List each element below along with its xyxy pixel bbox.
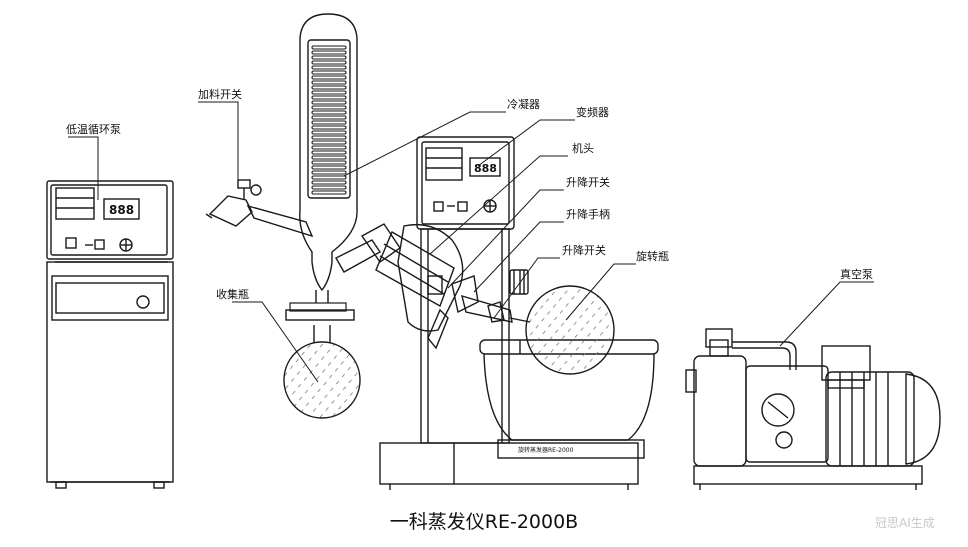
- coil-winding: [311, 135, 347, 140]
- motor-head: [375, 223, 513, 332]
- coil-winding: [311, 125, 347, 130]
- coil-winding: [311, 45, 347, 50]
- coil-winding: [311, 185, 347, 190]
- bath-nameplate: 旋转蒸发器RE-2000: [518, 446, 574, 454]
- watermark: 冠思AI生成: [875, 516, 935, 530]
- label-feed-switch: 加料开关: [198, 87, 242, 101]
- coil-winding: [311, 160, 347, 165]
- coil-winding: [311, 70, 347, 75]
- condenser-coil: [311, 45, 347, 195]
- receiving-flask: [283, 290, 361, 419]
- feed-switch: [205, 179, 314, 238]
- lift-handle: [509, 269, 529, 295]
- coil-winding: [311, 120, 347, 125]
- label-vacuum-pump: 真空泵: [840, 267, 873, 281]
- vacuum-pump: [685, 328, 941, 490]
- coil-winding: [311, 60, 347, 65]
- lift-rod: [427, 308, 449, 350]
- chiller-unit: [46, 180, 174, 489]
- diagram-caption: 一科蒸发仪RE-2000B: [390, 511, 578, 533]
- condenser: [299, 13, 358, 292]
- coil-winding: [311, 85, 347, 90]
- controller-readout: 888: [474, 162, 497, 175]
- coil-winding: [311, 100, 347, 105]
- coil-winding: [311, 50, 347, 55]
- chiller-readout: 888: [109, 203, 134, 217]
- coil-winding: [311, 65, 347, 70]
- label-condenser: 冷凝器: [507, 97, 540, 111]
- label-motor-head: 机头: [572, 141, 594, 155]
- coil-winding: [311, 110, 347, 115]
- coil-winding: [311, 95, 347, 100]
- coil-winding: [311, 155, 347, 160]
- label-receiving-flask: 收集瓶: [216, 287, 249, 301]
- label-lift-switch-bottom: 升降开关: [562, 243, 606, 257]
- coil-winding: [311, 145, 347, 150]
- coil-winding: [311, 90, 347, 95]
- coil-winding: [311, 115, 347, 120]
- heating-bath: [379, 339, 659, 490]
- coil-winding: [311, 80, 347, 85]
- label-lift-handle: 升降手柄: [566, 207, 610, 221]
- coil-winding: [311, 180, 347, 185]
- coil-winding: [311, 130, 347, 135]
- leader-lines: [68, 101, 874, 383]
- label-chiller: 低温循环泵: [66, 123, 121, 136]
- coil-winding: [311, 55, 347, 60]
- coil-winding: [311, 170, 347, 175]
- coil-winding: [311, 75, 347, 80]
- coil-winding: [311, 175, 347, 180]
- coil-winding: [311, 190, 347, 195]
- coil-winding: [311, 140, 347, 145]
- coil-winding: [311, 105, 347, 110]
- rotary-flask: [509, 285, 615, 375]
- coil-winding: [311, 150, 347, 155]
- label-inverter: 变频器: [576, 105, 609, 119]
- label-lift-switch-top: 升降开关: [566, 175, 610, 189]
- coil-winding: [311, 165, 347, 170]
- label-rotary-flask: 旋转瓶: [636, 249, 669, 263]
- main-column: [416, 136, 515, 444]
